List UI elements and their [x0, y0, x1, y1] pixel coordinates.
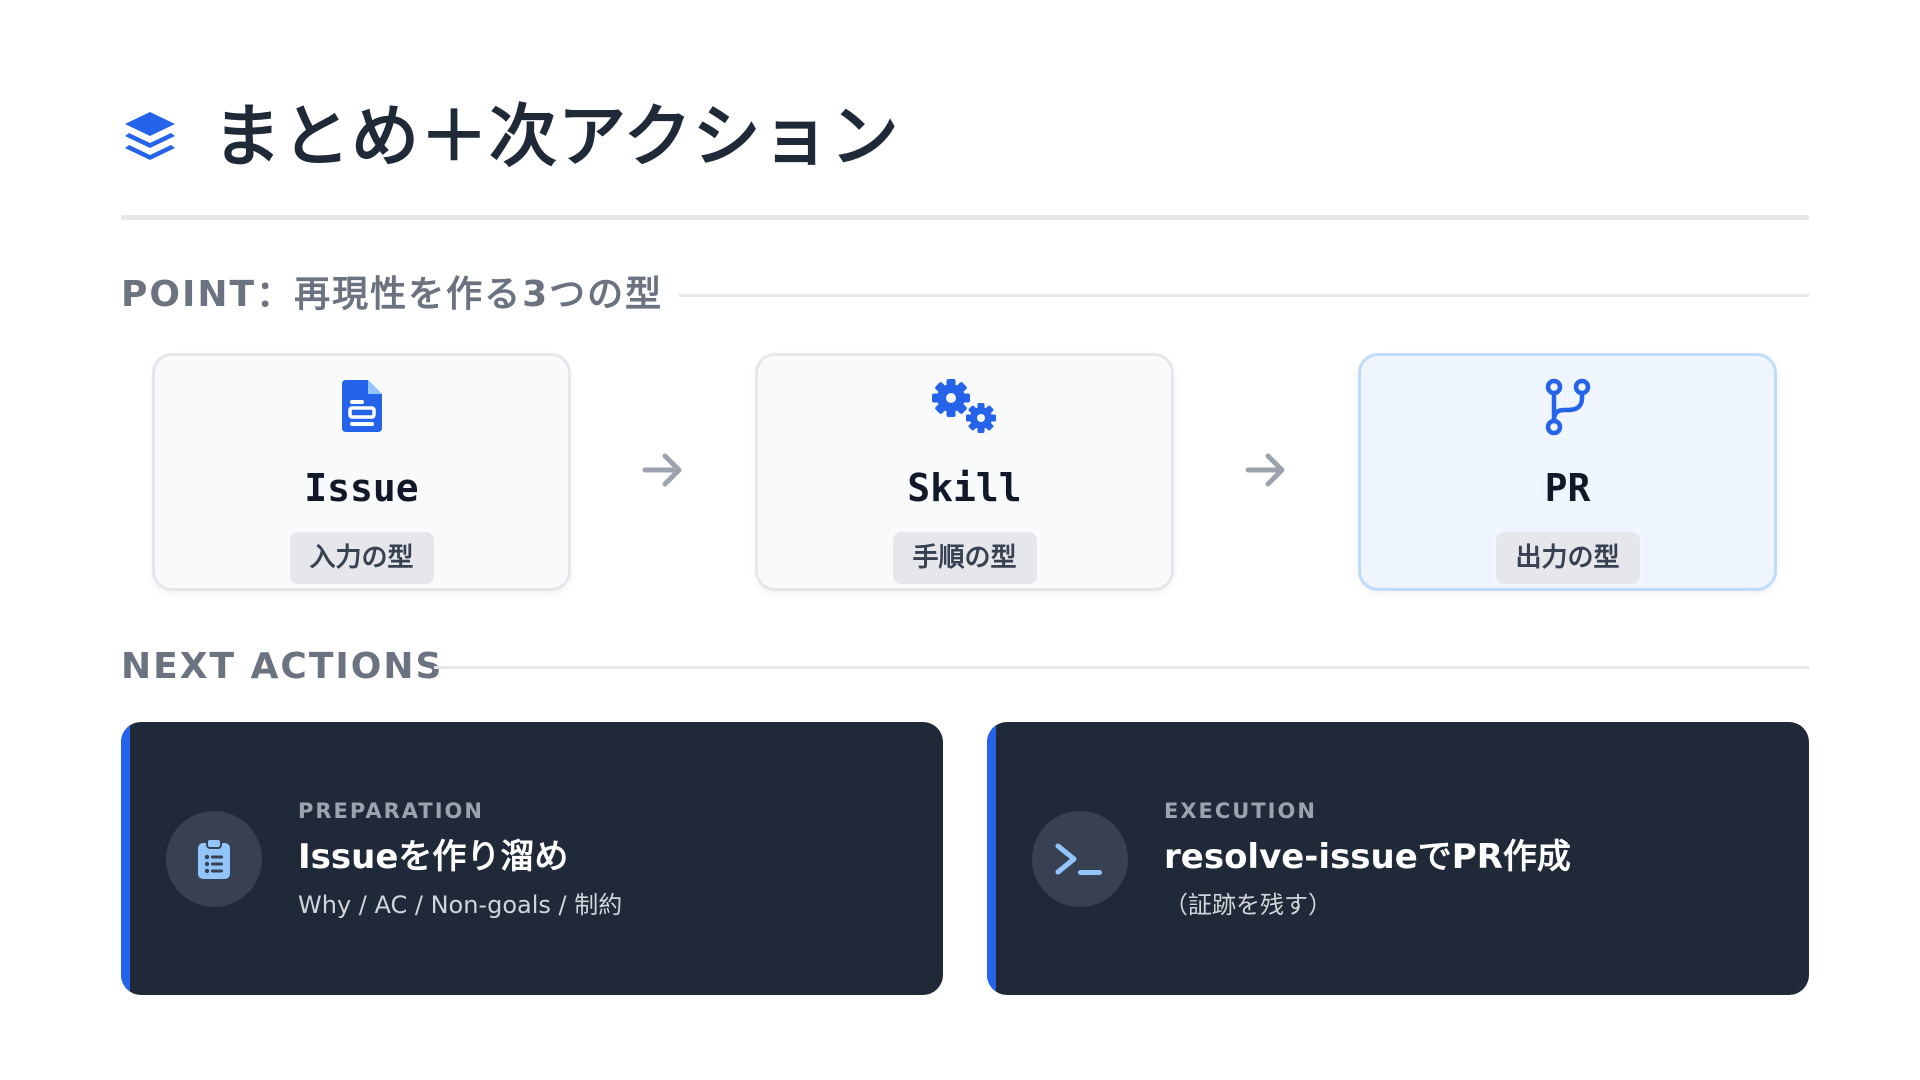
card-accent-bar — [121, 722, 130, 995]
clipboard-list-icon — [198, 838, 230, 879]
layers-icon — [125, 112, 175, 160]
point-section-heading: POINT：再現性を作る3つの型 — [121, 270, 1809, 320]
icon-circle — [1032, 811, 1128, 907]
page-title: まとめ＋次アクション — [213, 98, 900, 177]
arrow-right-icon — [1245, 453, 1285, 487]
icon-circle — [166, 811, 262, 907]
step-badge: 入力の型 — [289, 532, 434, 584]
code-branch-icon — [1532, 378, 1604, 438]
step-card-pr: PR 出力の型 — [1358, 353, 1777, 591]
card-title: Issueを作り溜め — [298, 837, 569, 877]
file-document-icon — [326, 378, 398, 438]
slide-header: まとめ＋次アクション — [121, 96, 1809, 222]
card-accent-bar — [987, 722, 996, 995]
step-name: Skill — [907, 466, 1022, 510]
card-detail: （証跡を残す） — [1164, 891, 1332, 919]
step-name: PR — [1544, 466, 1591, 510]
next-actions-heading: NEXT ACTIONS — [121, 642, 1809, 692]
step-card-issue: Issue 入力の型 — [152, 353, 571, 591]
step-card-skill: Skill 手順の型 — [755, 353, 1174, 591]
step-badge: 出力の型 — [1495, 532, 1640, 584]
card-eyebrow: EXECUTION — [1164, 799, 1317, 823]
step-name: Issue — [304, 466, 419, 510]
card-title: resolve-issueでPR作成 — [1164, 837, 1571, 877]
gears-icon — [929, 378, 1001, 438]
step-badge: 手順の型 — [892, 532, 1037, 584]
header-divider — [121, 215, 1809, 220]
action-card-preparation: PREPARATION Issueを作り溜め Why / AC / Non-go… — [121, 722, 943, 995]
section-divider — [679, 294, 1809, 297]
terminal-icon — [1055, 843, 1102, 875]
card-detail: Why / AC / Non-goals / 制約 — [298, 891, 623, 919]
card-eyebrow: PREPARATION — [298, 799, 484, 823]
arrow-right-icon — [642, 453, 682, 487]
section-divider — [434, 666, 1809, 669]
point-section-label: POINT：再現性を作る3つの型 — [121, 274, 664, 315]
next-actions-label: NEXT ACTIONS — [121, 646, 444, 687]
action-card-execution: EXECUTION resolve-issueでPR作成 （証跡を残す） — [987, 722, 1809, 995]
